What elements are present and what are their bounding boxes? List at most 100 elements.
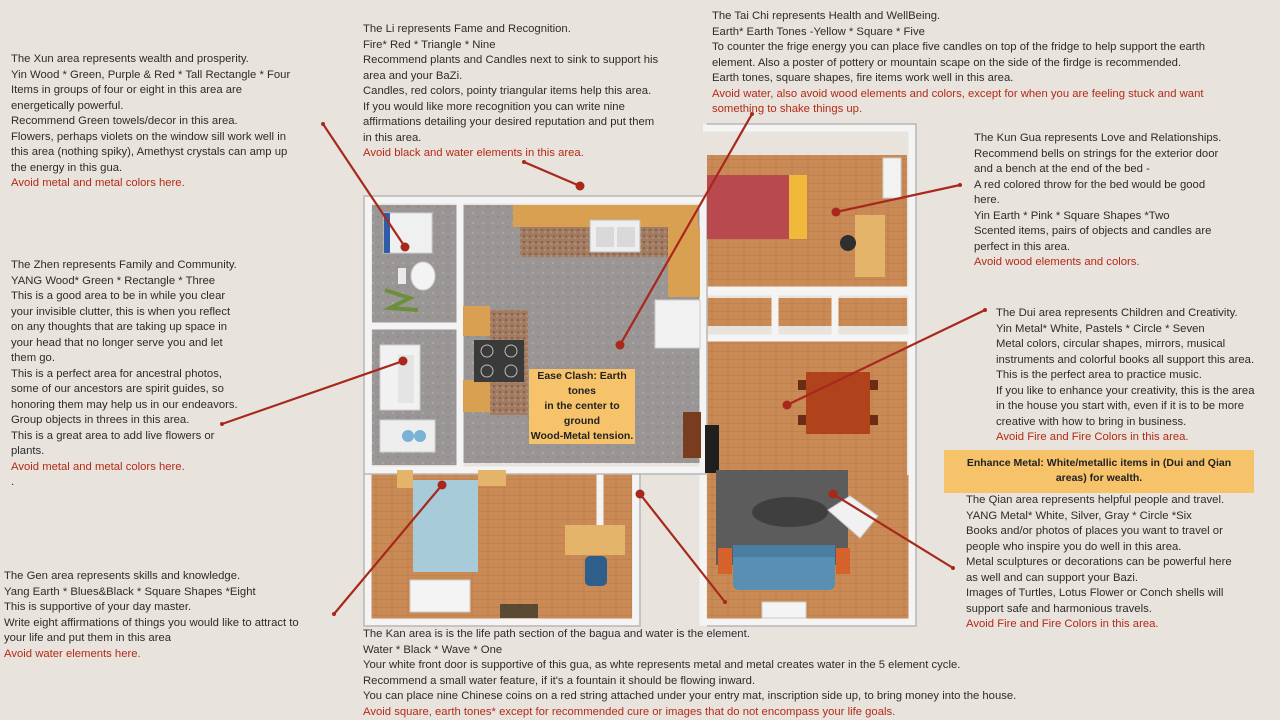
note-line: your invisible clutter, this is when you…: [11, 305, 231, 318]
wall-shadow: [363, 123, 917, 627]
note-line: This is a great area to add live flowers…: [11, 429, 215, 442]
warning-line: Avoid square, earth tones* except for re…: [363, 705, 896, 718]
note-line: The Dui area represents Children and Cre…: [996, 307, 1238, 319]
fridge: [654, 299, 701, 349]
note-line: Books and/or photos of places you want t…: [966, 525, 1223, 537]
note-line: Yang Earth * Blues&Black * Square Shapes…: [4, 585, 256, 598]
trailing-mark: .: [11, 476, 15, 488]
note-line: Flowers, perhaps violets on the window s…: [11, 130, 287, 143]
callout-line: Enhance Metal: White/metallic items in (…: [966, 457, 1232, 469]
note-line: Yin Wood * Green, Purple & Red * Tall Re…: [11, 68, 291, 81]
bedroom-fixtures: [707, 157, 902, 277]
note-line: The Kun Gua represents Love and Relation…: [974, 132, 1222, 144]
note-line: The Gen area represents skills and knowl…: [4, 570, 241, 582]
note-line: Images of Turtles, Lotus Flower or Conch…: [966, 587, 1224, 599]
note-line: creative with how to bring in business.: [996, 415, 1187, 428]
gen-note: The Gen area represents skills and knowl…: [4, 569, 299, 662]
note-line: Recommend bells on strings for the exter…: [974, 147, 1219, 160]
taichi-connector: [619, 113, 753, 346]
warning-line: something to shake things up.: [712, 103, 863, 115]
enhance-metal-callout: Enhance Metal: White/metallic items in (…: [944, 450, 1254, 493]
note-line: and a bench at the end of the bed -: [974, 163, 1150, 175]
right-counter: [668, 227, 700, 297]
note-line: Candles, red colors, pointy triangular i…: [363, 85, 652, 97]
single-bed: [413, 480, 478, 572]
note-line: Recommend Green towels/decor in this are…: [11, 115, 238, 127]
note-line: Items in groups of four or eight in this…: [11, 84, 243, 96]
xun-connector: [322, 123, 406, 248]
upper-counter: [513, 205, 698, 227]
warning-line: Avoid water elements here.: [4, 647, 141, 660]
stove: [474, 340, 524, 382]
note-line: Write eight affirmations of things you w…: [4, 616, 299, 629]
note-line: them go.: [11, 352, 55, 364]
note-line: YANG Metal* White, Silver, Gray * Circle…: [966, 509, 1192, 522]
zhen-connector: [221, 359, 404, 426]
callout-line: Wood-Metal tension.: [530, 430, 634, 442]
kan-note: The Kan area is is the life path section…: [363, 627, 1016, 720]
kun-note: The Kun Gua represents Love and Relation…: [974, 131, 1221, 271]
note-line: the energy in this gua.: [11, 161, 123, 174]
island-end-top: [463, 306, 490, 336]
note-line: on any thoughts that are taking up space…: [11, 321, 228, 333]
piano: [705, 425, 719, 473]
note-line: Metal sculptures or decorations can be p…: [966, 556, 1232, 568]
note-line: The Zhen represents Family and Community…: [11, 259, 237, 271]
zhen-note: The Zhen represents Family and Community…: [11, 258, 238, 491]
note-line: Recommend plants and Candles next to sin…: [363, 54, 659, 66]
note-line: instruments and colorful books all suppo…: [996, 353, 1255, 366]
note-line: area and your BaZi.: [363, 69, 463, 82]
warning-line: Avoid metal and metal colors here.: [11, 177, 185, 189]
warning-line: Avoid metal and metal colors here.: [11, 460, 185, 473]
note-line: Metal colors, circular shapes, mirrors, …: [996, 338, 1226, 350]
note-line: Group objects in threes in this area.: [11, 414, 190, 426]
office-fixtures: [397, 470, 625, 618]
note-line: element. Also a poster of pottery or mou…: [712, 56, 1182, 69]
note-line: Yin Earth * Pink * Square Shapes *Two: [974, 209, 1170, 222]
warning-line: Avoid water, also avoid wood elements an…: [712, 87, 1204, 100]
note-line: Yin Metal* White, Pastels * Circle * Sev…: [996, 322, 1205, 335]
dining-fixtures: [705, 372, 878, 473]
note-line: as well and can support your Bazi.: [966, 571, 1139, 584]
note-line: your life and put them in this area: [4, 632, 172, 644]
callout-line: in the center to ground: [544, 400, 620, 427]
cabinet-tall: [683, 412, 701, 458]
dui-connector: [786, 309, 986, 406]
note-line: The Xun area represents wealth and prosp…: [11, 53, 249, 65]
note-line: This is a perfect area for ancestral pho…: [11, 367, 222, 380]
note-line: here.: [974, 194, 1000, 206]
qian-note: The Qian area represents helpful people …: [966, 493, 1232, 633]
warning-line: Avoid Fire and Fire Colors in this area.: [996, 431, 1189, 443]
dining-table: [806, 372, 870, 434]
note-line: The Tai Chi represents Health and WellBe…: [712, 10, 941, 22]
note-line: Fire* Red * Triangle * Nine: [363, 38, 496, 51]
note-line: This is supportive of your day master.: [4, 601, 192, 613]
note-line: support safe and harmonious travels.: [966, 602, 1152, 615]
note-line: This is the perfect area to practice mus…: [996, 369, 1202, 381]
qian-connector: [832, 493, 954, 569]
walls: [364, 124, 916, 626]
kan-connector: [639, 493, 726, 603]
note-line: some of our ancestors are spirit guides,…: [11, 383, 224, 395]
note-line: You can place nine Chinese coins on a re…: [363, 690, 1017, 702]
note-line: in this area.: [363, 131, 422, 144]
note-line: Your white front door is supportive of t…: [363, 659, 961, 671]
island-end-bottom: [463, 380, 490, 412]
dui-note: The Dui area represents Children and Cre…: [996, 306, 1255, 446]
connector-lines: [221, 113, 986, 615]
note-line: Earth tones, square shapes, fire items w…: [712, 72, 1014, 84]
note-line: honoring them may help us in our endeavo…: [11, 398, 238, 411]
note-line: A red colored throw for the bed would be…: [974, 178, 1206, 191]
connector-dots: [220, 112, 987, 616]
living-fixtures: [716, 470, 879, 619]
warning-line: Avoid black and water elements in this a…: [363, 147, 584, 159]
note-line: people who inspire you do well in this a…: [966, 540, 1182, 553]
warning-line: Avoid Fire and Fire Colors in this area.: [966, 618, 1159, 630]
hall-floor: [707, 298, 907, 326]
note-line: Water * Black * Wave * One: [363, 643, 503, 656]
li-note: The Li represents Fame and Recognition. …: [363, 22, 658, 162]
office-desk: [565, 525, 625, 555]
bathroom-fixtures: [382, 212, 436, 312]
note-line: If you like to enhance your creativity, …: [996, 384, 1255, 397]
ease-clash-callout: Ease Clash: Earth tones in the center to…: [529, 369, 635, 444]
